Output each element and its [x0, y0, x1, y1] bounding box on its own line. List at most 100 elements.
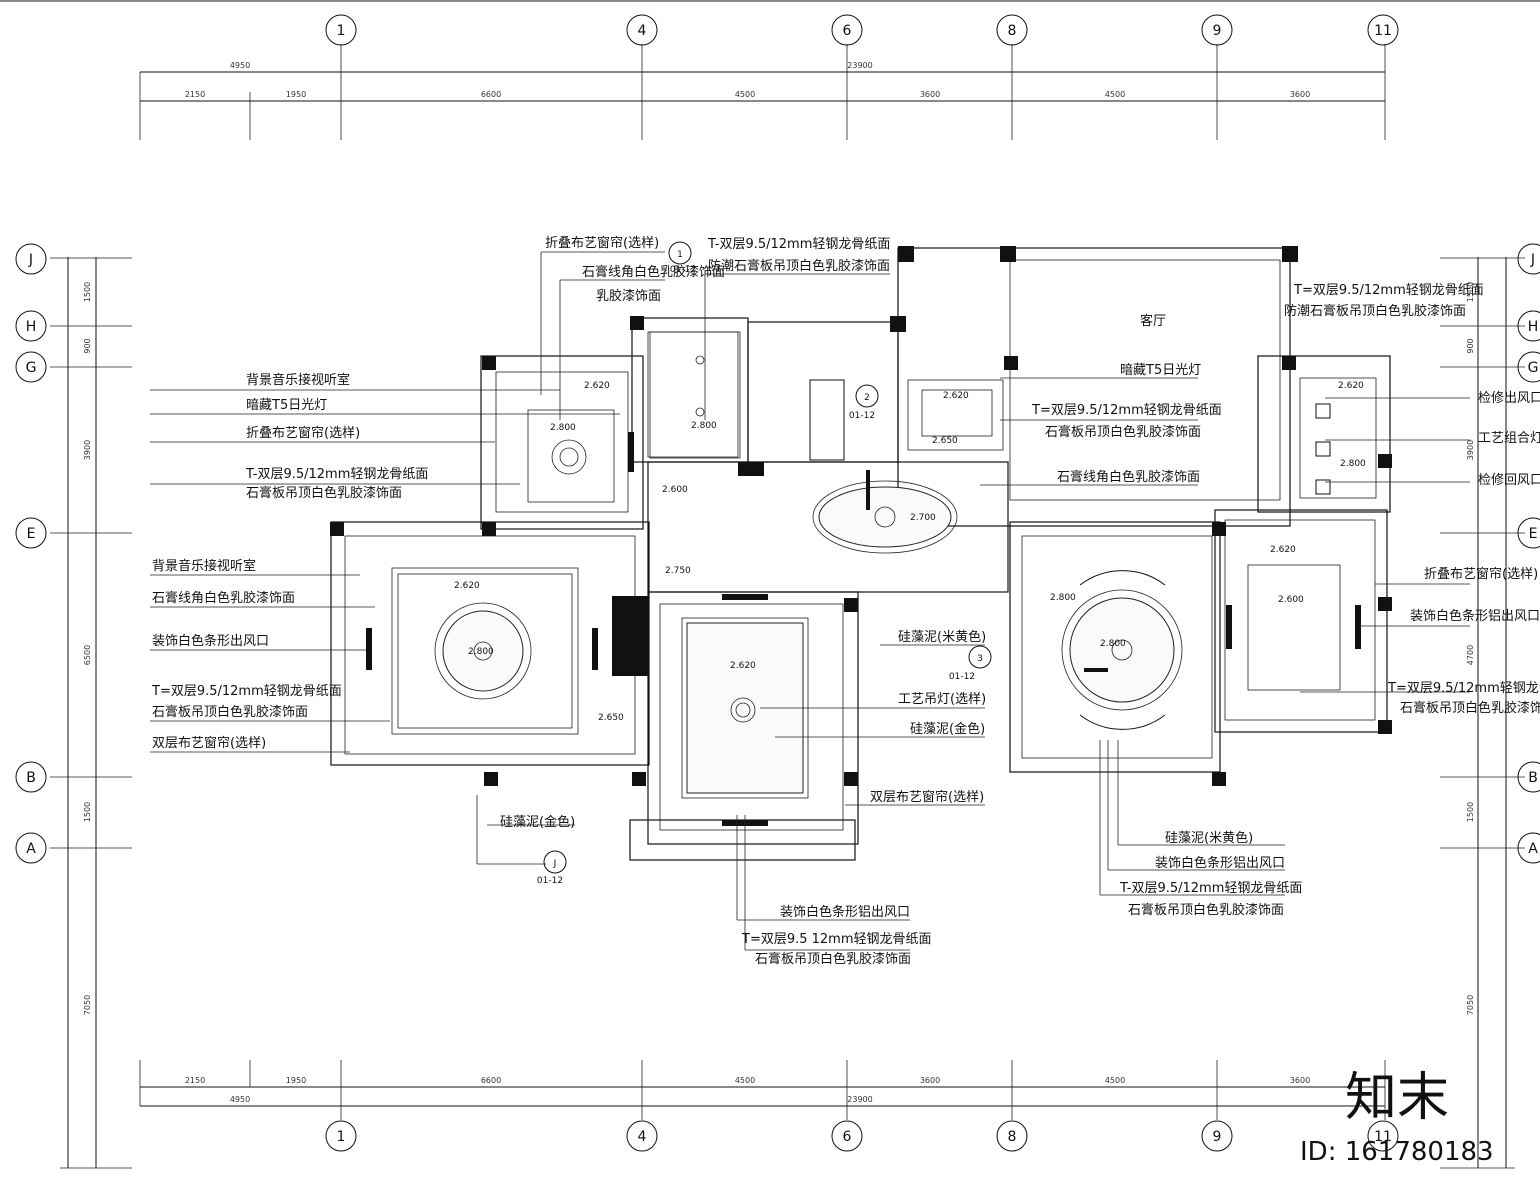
- svg-text:01-12: 01-12: [849, 411, 875, 421]
- section-marker-3: 3 01-12: [949, 645, 992, 682]
- axis-bubble-left-G: G: [15, 351, 47, 383]
- svg-text:2.800: 2.800: [1100, 639, 1126, 649]
- svg-text:11: 11: [1374, 1129, 1392, 1145]
- label-right-1: T=双层9.5/12mm轻钢龙骨纸面: [1293, 283, 1484, 298]
- label-bottom-right-3: T-双层9.5/12mm轻钢龙骨纸面: [1119, 881, 1302, 896]
- axis-bubble-top-1: 1: [325, 14, 357, 46]
- dim-bottom-overall-right: 23900: [847, 1095, 872, 1104]
- svg-text:8: 8: [1008, 1129, 1017, 1145]
- label-center-3: 石膏板吊顶白色乳胶漆饰面: [1045, 424, 1201, 440]
- center-annotations: 暗藏T5日光灯 T=双层9.5/12mm轻钢龙骨纸面 石膏板吊顶白色乳胶漆饰面 …: [870, 363, 1222, 805]
- svg-text:2: 2: [864, 393, 870, 403]
- label-center-6: 工艺吊灯(选样): [898, 692, 986, 707]
- svg-text:2.620: 2.620: [584, 381, 610, 391]
- right-annotations: T=双层9.5/12mm轻钢龙骨纸面 防潮石膏板吊顶白色乳胶漆饰面 检修出风口 …: [1284, 283, 1540, 716]
- label-left-7: 石膏线角白色乳胶漆饰面: [152, 590, 295, 606]
- label-left-5: 石膏板吊顶白色乳胶漆饰面: [246, 485, 402, 501]
- label-top-2: 石膏线角白色乳胶漆饰面: [582, 264, 725, 280]
- label-right-2: 防潮石膏板吊顶白色乳胶漆饰面: [1284, 303, 1466, 319]
- left-dimension-lines: [50, 257, 132, 1169]
- svg-text:1: 1: [337, 1129, 346, 1145]
- left-bedroom-ceiling: [366, 567, 598, 735]
- central-bedroom-ceiling: [681, 379, 845, 826]
- label-left-11: 双层布艺窗帘(选样): [152, 735, 266, 751]
- label-left-8: 装饰白色条形出风口: [152, 633, 269, 649]
- dim-top-seg-7: 3600: [1290, 90, 1310, 99]
- label-right-9: 石膏板吊顶白色乳胶漆饰面: [1400, 700, 1540, 716]
- svg-text:1: 1: [337, 23, 346, 39]
- axis-bubble-right-G: G: [1517, 351, 1540, 383]
- label-right-3: 检修出风口: [1478, 391, 1540, 406]
- svg-text:2.620: 2.620: [730, 661, 756, 671]
- axis-bubble-left-E: E: [15, 517, 47, 549]
- label-left-1: 背景音乐接视听室: [246, 372, 350, 388]
- svg-text:2.620: 2.620: [1270, 545, 1296, 555]
- svg-text:4: 4: [638, 23, 647, 39]
- svg-text:6: 6: [843, 1129, 852, 1145]
- axis-bubble-bottom-9: 9: [1201, 1120, 1233, 1152]
- label-bottom-right-1: 硅藻泥(米黄色): [1165, 830, 1253, 846]
- label-center-5: 硅藻泥(米黄色): [898, 629, 986, 645]
- label-left-2: 暗藏T5日光灯: [246, 398, 327, 413]
- dim-bottom-seg-3: 6600: [481, 1076, 501, 1085]
- axis-bubble-left-B: B: [15, 761, 47, 793]
- axis-bubble-bottom-8: 8: [996, 1120, 1028, 1152]
- dim-top-seg-4: 4500: [735, 90, 755, 99]
- axis-bubble-bottom-6: 6: [831, 1120, 863, 1152]
- top-dimension-lines: [139, 44, 1386, 140]
- left-annotations: 背景音乐接视听室 暗藏T5日光灯 折叠布艺窗帘(选样) T-双层9.5/12mm…: [151, 372, 428, 751]
- dim-left-1: 1500: [83, 282, 92, 302]
- dim-right-5: 1500: [1466, 802, 1475, 822]
- svg-text:2.650: 2.650: [598, 713, 624, 723]
- ceiling-level-tags: 2.620 2.800 2.800 2.600 2.620 2.800 2.65…: [454, 381, 1366, 723]
- svg-text:J: J: [1530, 252, 1535, 268]
- svg-text:E: E: [27, 526, 36, 542]
- svg-text:2.620: 2.620: [1338, 381, 1364, 391]
- svg-text:2.800: 2.800: [691, 421, 717, 431]
- label-left-4: T-双层9.5/12mm轻钢龙骨纸面: [245, 467, 428, 482]
- room-label-living: 客厅: [1140, 313, 1166, 329]
- right-room-round-ceiling: [1061, 570, 1183, 730]
- axis-bubble-top-8: 8: [996, 14, 1028, 46]
- axis-bubble-left-A: A: [15, 832, 47, 864]
- axis-bubble-top-4: 4: [626, 14, 658, 46]
- axis-bubble-top-11: 11: [1367, 14, 1399, 46]
- dim-left-3: 3900: [83, 440, 92, 460]
- dim-bottom-seg-6: 4500: [1105, 1076, 1125, 1085]
- label-bottom-left-1: 硅藻泥(金色): [500, 814, 575, 830]
- label-left-9: T=双层9.5/12mm轻钢龙骨纸面: [151, 684, 342, 699]
- svg-text:2.800: 2.800: [550, 423, 576, 433]
- svg-text:2.800: 2.800: [1340, 459, 1366, 469]
- label-bottom-right-2: 装饰白色条形铝出风口: [1155, 855, 1285, 871]
- label-left-6: 背景音乐接视听室: [152, 558, 256, 574]
- far-right-room-ceiling: [1226, 564, 1361, 691]
- structural-columns: [330, 246, 1392, 786]
- oval-chandelier: [812, 470, 958, 554]
- watermark-logo: 知末: [1345, 1068, 1449, 1128]
- dim-top-overall-left: 4950: [230, 61, 250, 70]
- dim-top-overall-right: 23900: [847, 61, 872, 70]
- watermark-id: ID: 161780183: [1300, 1137, 1494, 1167]
- dim-left-6: 7050: [83, 995, 92, 1015]
- axis-bubble-bottom-11: 11: [1367, 1120, 1399, 1152]
- dim-bottom-seg-5: 3600: [920, 1076, 940, 1085]
- dim-right-6: 7050: [1466, 995, 1475, 1015]
- label-bottom-center-2: T=双层9.5 12mm轻钢龙骨纸面: [741, 932, 932, 947]
- label-left-10: 石膏板吊顶白色乳胶漆饰面: [152, 704, 308, 720]
- dim-bottom-seg-7: 3600: [1290, 1076, 1310, 1085]
- svg-text:2.620: 2.620: [454, 581, 480, 591]
- svg-text:8: 8: [1008, 23, 1017, 39]
- dim-top-seg-6: 4500: [1105, 90, 1125, 99]
- dim-right-3: 3900: [1466, 440, 1475, 460]
- svg-text:4: 4: [638, 1129, 647, 1145]
- label-right-8: T=双层9.5/12mm轻钢龙骨纸面: [1387, 681, 1540, 696]
- svg-text:H: H: [1528, 319, 1539, 335]
- svg-text:2.800: 2.800: [1050, 593, 1076, 603]
- label-center-4: 石膏线角白色乳胶漆饰面: [1057, 469, 1200, 485]
- svg-text:H: H: [26, 319, 37, 335]
- right-dimension-lines: [1440, 257, 1525, 1169]
- svg-text:01-12: 01-12: [949, 672, 975, 682]
- axis-bubble-right-H: H: [1517, 310, 1540, 342]
- svg-text:2.650: 2.650: [932, 436, 958, 446]
